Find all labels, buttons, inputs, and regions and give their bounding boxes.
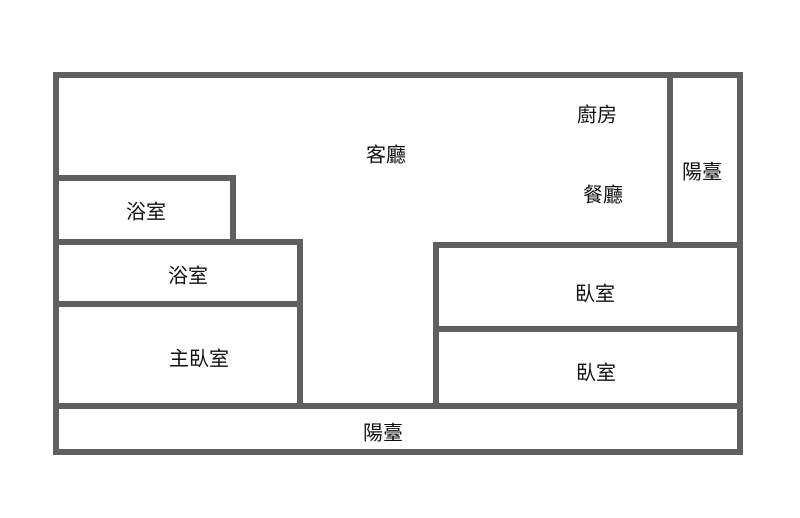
- room-label-master-bedroom: 主臥室: [169, 346, 229, 371]
- room-label-bathroom-2: 浴室: [168, 263, 208, 288]
- room-label-living-room: 客廳: [366, 142, 406, 167]
- room-label-bedroom-2: 臥室: [576, 360, 616, 385]
- room-label-kitchen: 廚房: [577, 102, 617, 127]
- room-label-balcony-right: 陽臺: [682, 159, 722, 184]
- room-label-balcony-bottom: 陽臺: [363, 420, 403, 445]
- room-label-dining-room: 餐廳: [583, 182, 623, 207]
- room-label-bedroom-1: 臥室: [575, 281, 615, 306]
- room-label-bathroom-1: 浴室: [126, 199, 166, 224]
